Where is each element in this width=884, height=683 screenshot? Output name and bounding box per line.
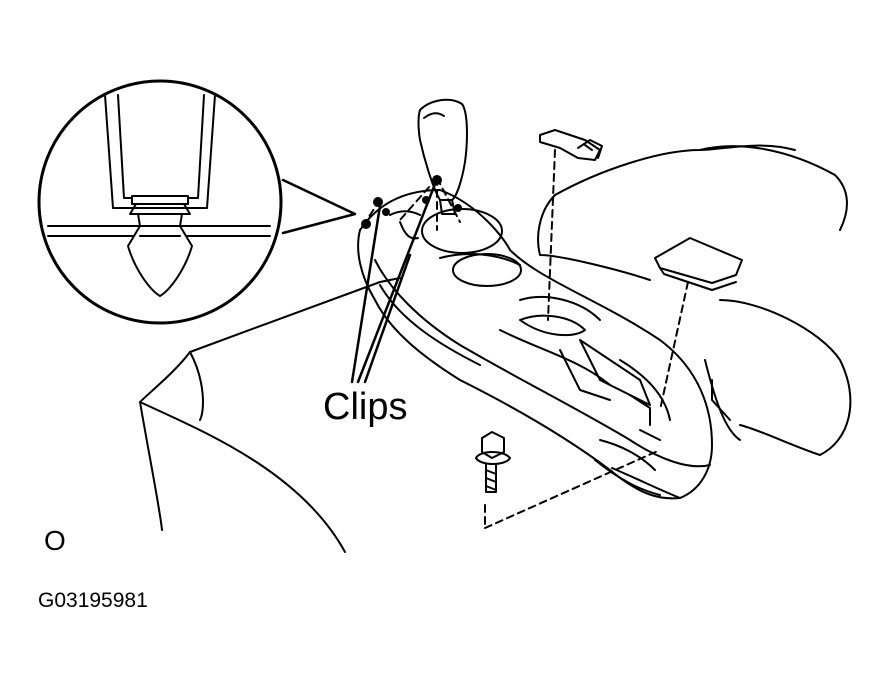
clip-detail-callout — [39, 81, 355, 323]
center-console — [358, 190, 712, 498]
clips-leader-lines — [352, 184, 435, 382]
shift-lever — [419, 100, 467, 214]
bracket-part — [540, 130, 602, 160]
view-mark: O — [44, 525, 66, 556]
dashed-guide-lines — [360, 150, 688, 528]
console-cover — [655, 238, 742, 290]
front-seat-right — [538, 146, 850, 455]
clips-label: Clips — [323, 386, 408, 428]
mounting-bolt — [476, 432, 510, 492]
figure-code: G03195981 — [38, 589, 148, 612]
front-seat-left — [140, 278, 400, 552]
